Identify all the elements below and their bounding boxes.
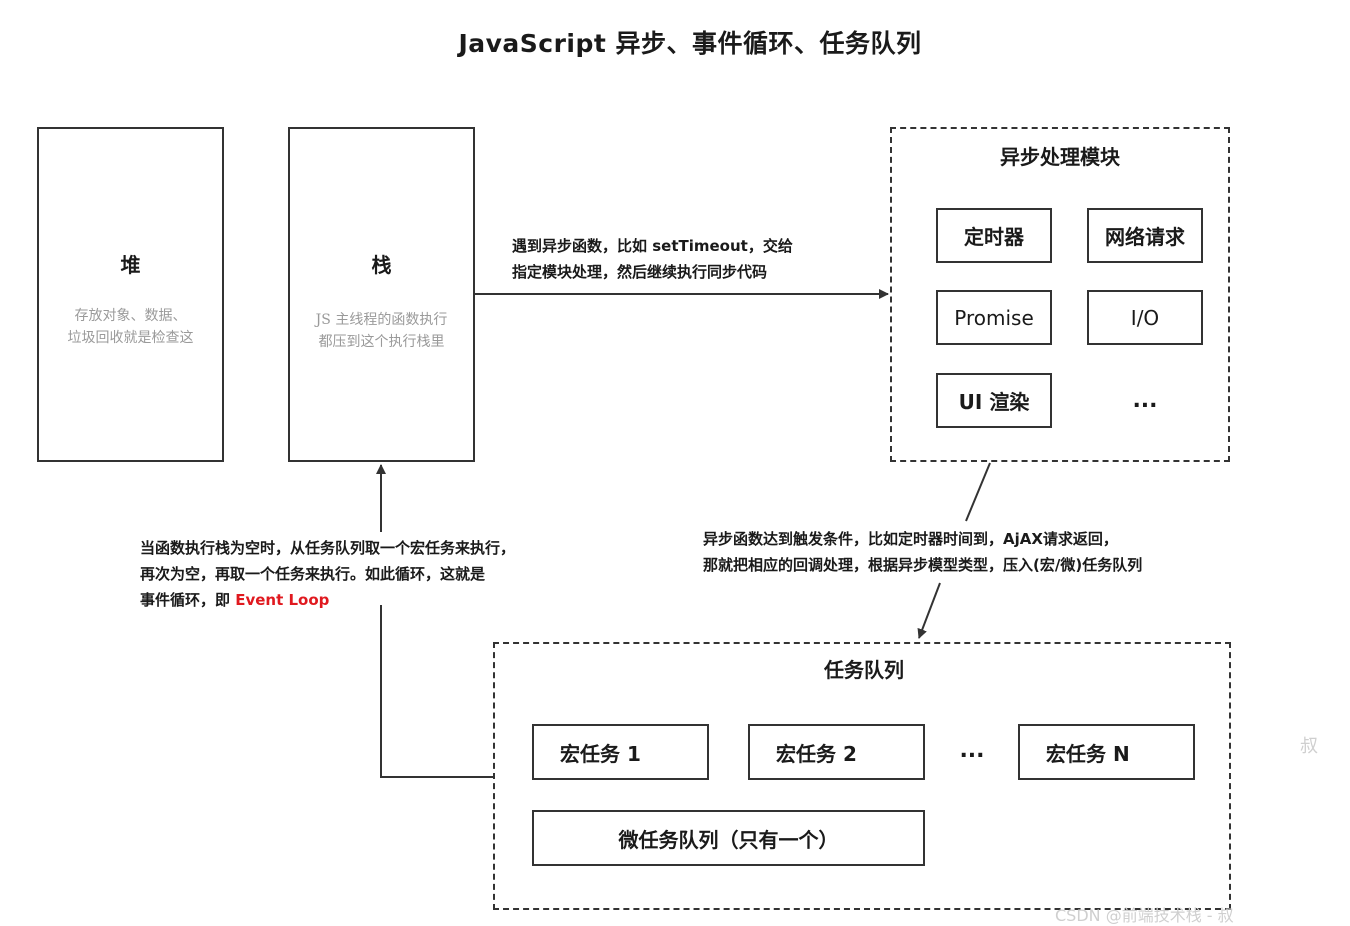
async-item-promise: Promise bbox=[936, 290, 1052, 345]
stack-desc-line-1: JS 主线程的函数执行 bbox=[315, 312, 448, 328]
arrow-async-to-queue-upper bbox=[965, 462, 991, 522]
async-module-box: 异步处理模块 bbox=[890, 127, 1230, 462]
stack-box: 栈 JS 主线程的函数执行 都压到这个执行栈里 bbox=[288, 127, 475, 462]
arrow-to-queue-line-2: 那就把相应的回调处理，根据异步模型类型，压入(宏/微)任务队列 bbox=[703, 556, 1143, 574]
async-item-ui-render: UI 渲染 bbox=[936, 373, 1052, 428]
heap-desc: 存放对象、数据、 垃圾回收就是检查这 bbox=[39, 305, 222, 349]
async-item-network: 网络请求 bbox=[1087, 208, 1203, 263]
heap-desc-line-2: 垃圾回收就是检查这 bbox=[67, 330, 194, 346]
event-loop-line-3: 事件循环，即 Event Loop bbox=[140, 587, 515, 613]
async-item-more: ... bbox=[1132, 388, 1158, 413]
event-loop-highlight: Event Loop bbox=[235, 591, 330, 609]
macro-task-n: 宏任务 N bbox=[1018, 724, 1195, 780]
watermark-side: 叔 bbox=[1300, 736, 1318, 757]
event-loop-note: 当函数执行栈为空时，从任务队列取一个宏任务来执行， 再次为空，再取一个任务来执行… bbox=[140, 535, 515, 613]
macro-task-ellipsis: ... bbox=[959, 738, 985, 763]
stack-desc: JS 主线程的函数执行 都压到这个执行栈里 bbox=[290, 309, 473, 353]
stack-title: 栈 bbox=[371, 253, 392, 277]
heap-title: 堆 bbox=[120, 253, 141, 277]
async-item-io: I/O bbox=[1087, 290, 1203, 345]
async-item-timer: 定时器 bbox=[936, 208, 1052, 263]
arrow-to-queue-line-1: 异步函数达到触发条件，比如定时器时间到，AjAX请求返回， bbox=[703, 530, 1118, 548]
arrow-to-async-line-1: 遇到异步函数，比如 setTimeout，交给 bbox=[512, 237, 793, 255]
arrow-to-async-label: 遇到异步函数，比如 setTimeout，交给 指定模块处理，然后继续执行同步代… bbox=[512, 233, 793, 285]
heap-box: 堆 存放对象、数据、 垃圾回收就是检查这 bbox=[37, 127, 224, 462]
macro-task-2: 宏任务 2 bbox=[748, 724, 925, 780]
page-title: JavaScript 异步、事件循环、任务队列 bbox=[458, 29, 922, 58]
stack-desc-line-2: 都压到这个执行栈里 bbox=[318, 334, 445, 350]
micro-task-queue: 微任务队列（只有一个） bbox=[532, 810, 925, 866]
async-module-title: 异步处理模块 bbox=[1000, 145, 1120, 169]
arrow-async-to-queue-lower bbox=[917, 582, 941, 639]
arrow-to-queue-label: 异步函数达到触发条件，比如定时器时间到，AjAX请求返回， 那就把相应的回调处理… bbox=[703, 526, 1142, 578]
task-queue-title: 任务队列 bbox=[824, 658, 904, 682]
event-loop-line-3-prefix: 事件循环，即 bbox=[140, 591, 236, 609]
arrow-to-async-line-2: 指定模块处理，然后继续执行同步代码 bbox=[512, 263, 768, 281]
task-queue-box: 任务队列 bbox=[493, 642, 1231, 910]
heap-desc-line-1: 存放对象、数据、 bbox=[74, 308, 187, 324]
event-loop-line-2: 再次为空，再取一个任务来执行。如此循环，这就是 bbox=[140, 565, 486, 583]
arrow-queue-to-stack-lower bbox=[380, 605, 493, 778]
event-loop-line-1: 当函数执行栈为空时，从任务队列取一个宏任务来执行， bbox=[140, 539, 516, 557]
macro-task-1: 宏任务 1 bbox=[532, 724, 709, 780]
